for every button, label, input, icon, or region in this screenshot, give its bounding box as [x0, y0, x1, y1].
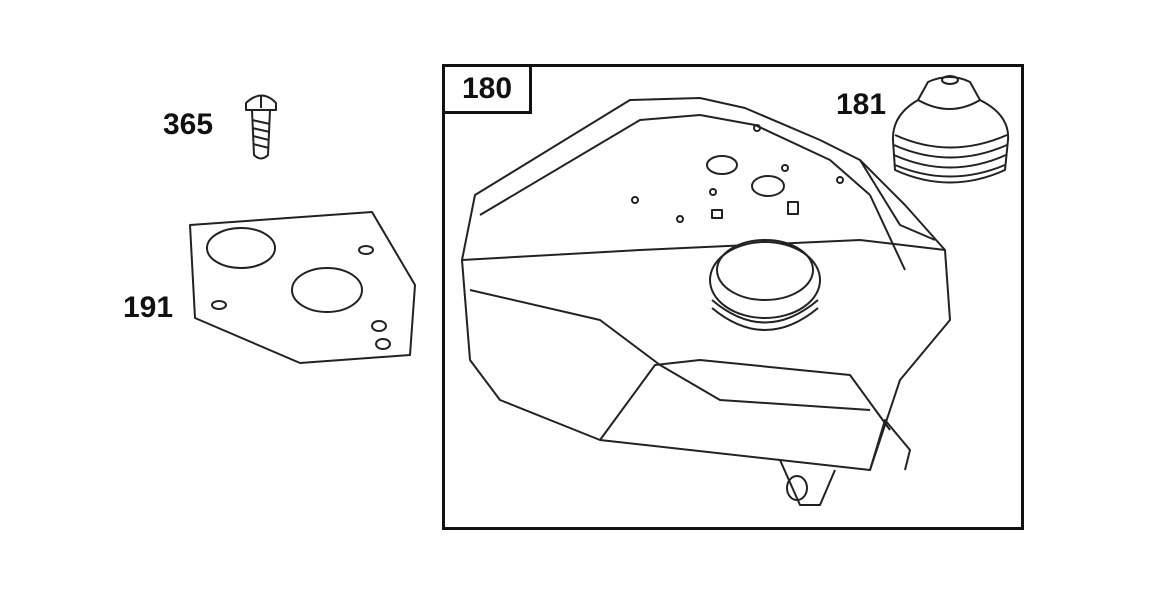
callout-365: 365 [163, 108, 214, 141]
callout-191: 191 [123, 291, 174, 324]
fuel-tank-part [461, 97, 951, 506]
callout-180: 180 [445, 67, 532, 114]
screw-part [245, 94, 277, 160]
gasket-part [189, 211, 416, 364]
fuel-cap-part [891, 75, 1010, 184]
fuel-tank-frame: 180 [442, 64, 1024, 530]
callout-181: 181 [836, 88, 887, 121]
